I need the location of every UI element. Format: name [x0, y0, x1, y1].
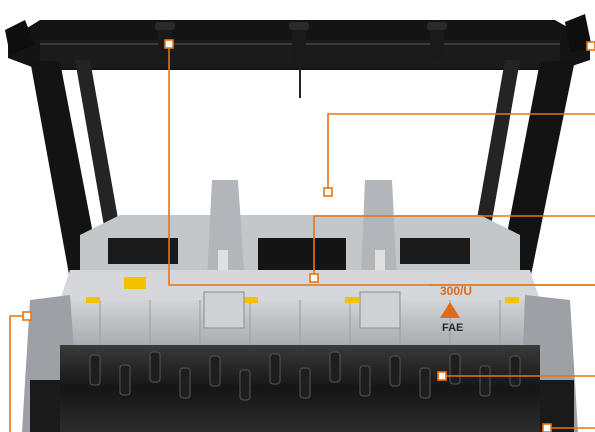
square-marker-icon	[22, 311, 32, 321]
square-marker-icon	[309, 273, 319, 283]
skid-bottom-callout	[542, 423, 595, 432]
square-marker-icon	[586, 41, 595, 51]
brand-label: FAE	[442, 322, 463, 334]
top-frame	[5, 14, 592, 98]
brand-logo-icon	[440, 302, 460, 318]
square-marker-icon	[542, 423, 552, 432]
rotor-tooth-callout	[437, 371, 595, 381]
square-marker-icon	[437, 371, 447, 381]
rotor-drum	[60, 345, 540, 432]
callout-annotations	[9, 39, 595, 432]
frame-corner-callout	[586, 41, 595, 51]
a-frame-callout	[323, 113, 595, 197]
frame-legs	[30, 60, 575, 280]
side-skid-callout	[9, 311, 32, 432]
center-hood-callout	[309, 215, 595, 283]
main-hood	[55, 270, 545, 345]
square-marker-icon	[164, 39, 174, 49]
model-label: 300/U	[440, 284, 472, 298]
rear-hood	[80, 215, 520, 278]
square-marker-icon	[323, 187, 333, 197]
